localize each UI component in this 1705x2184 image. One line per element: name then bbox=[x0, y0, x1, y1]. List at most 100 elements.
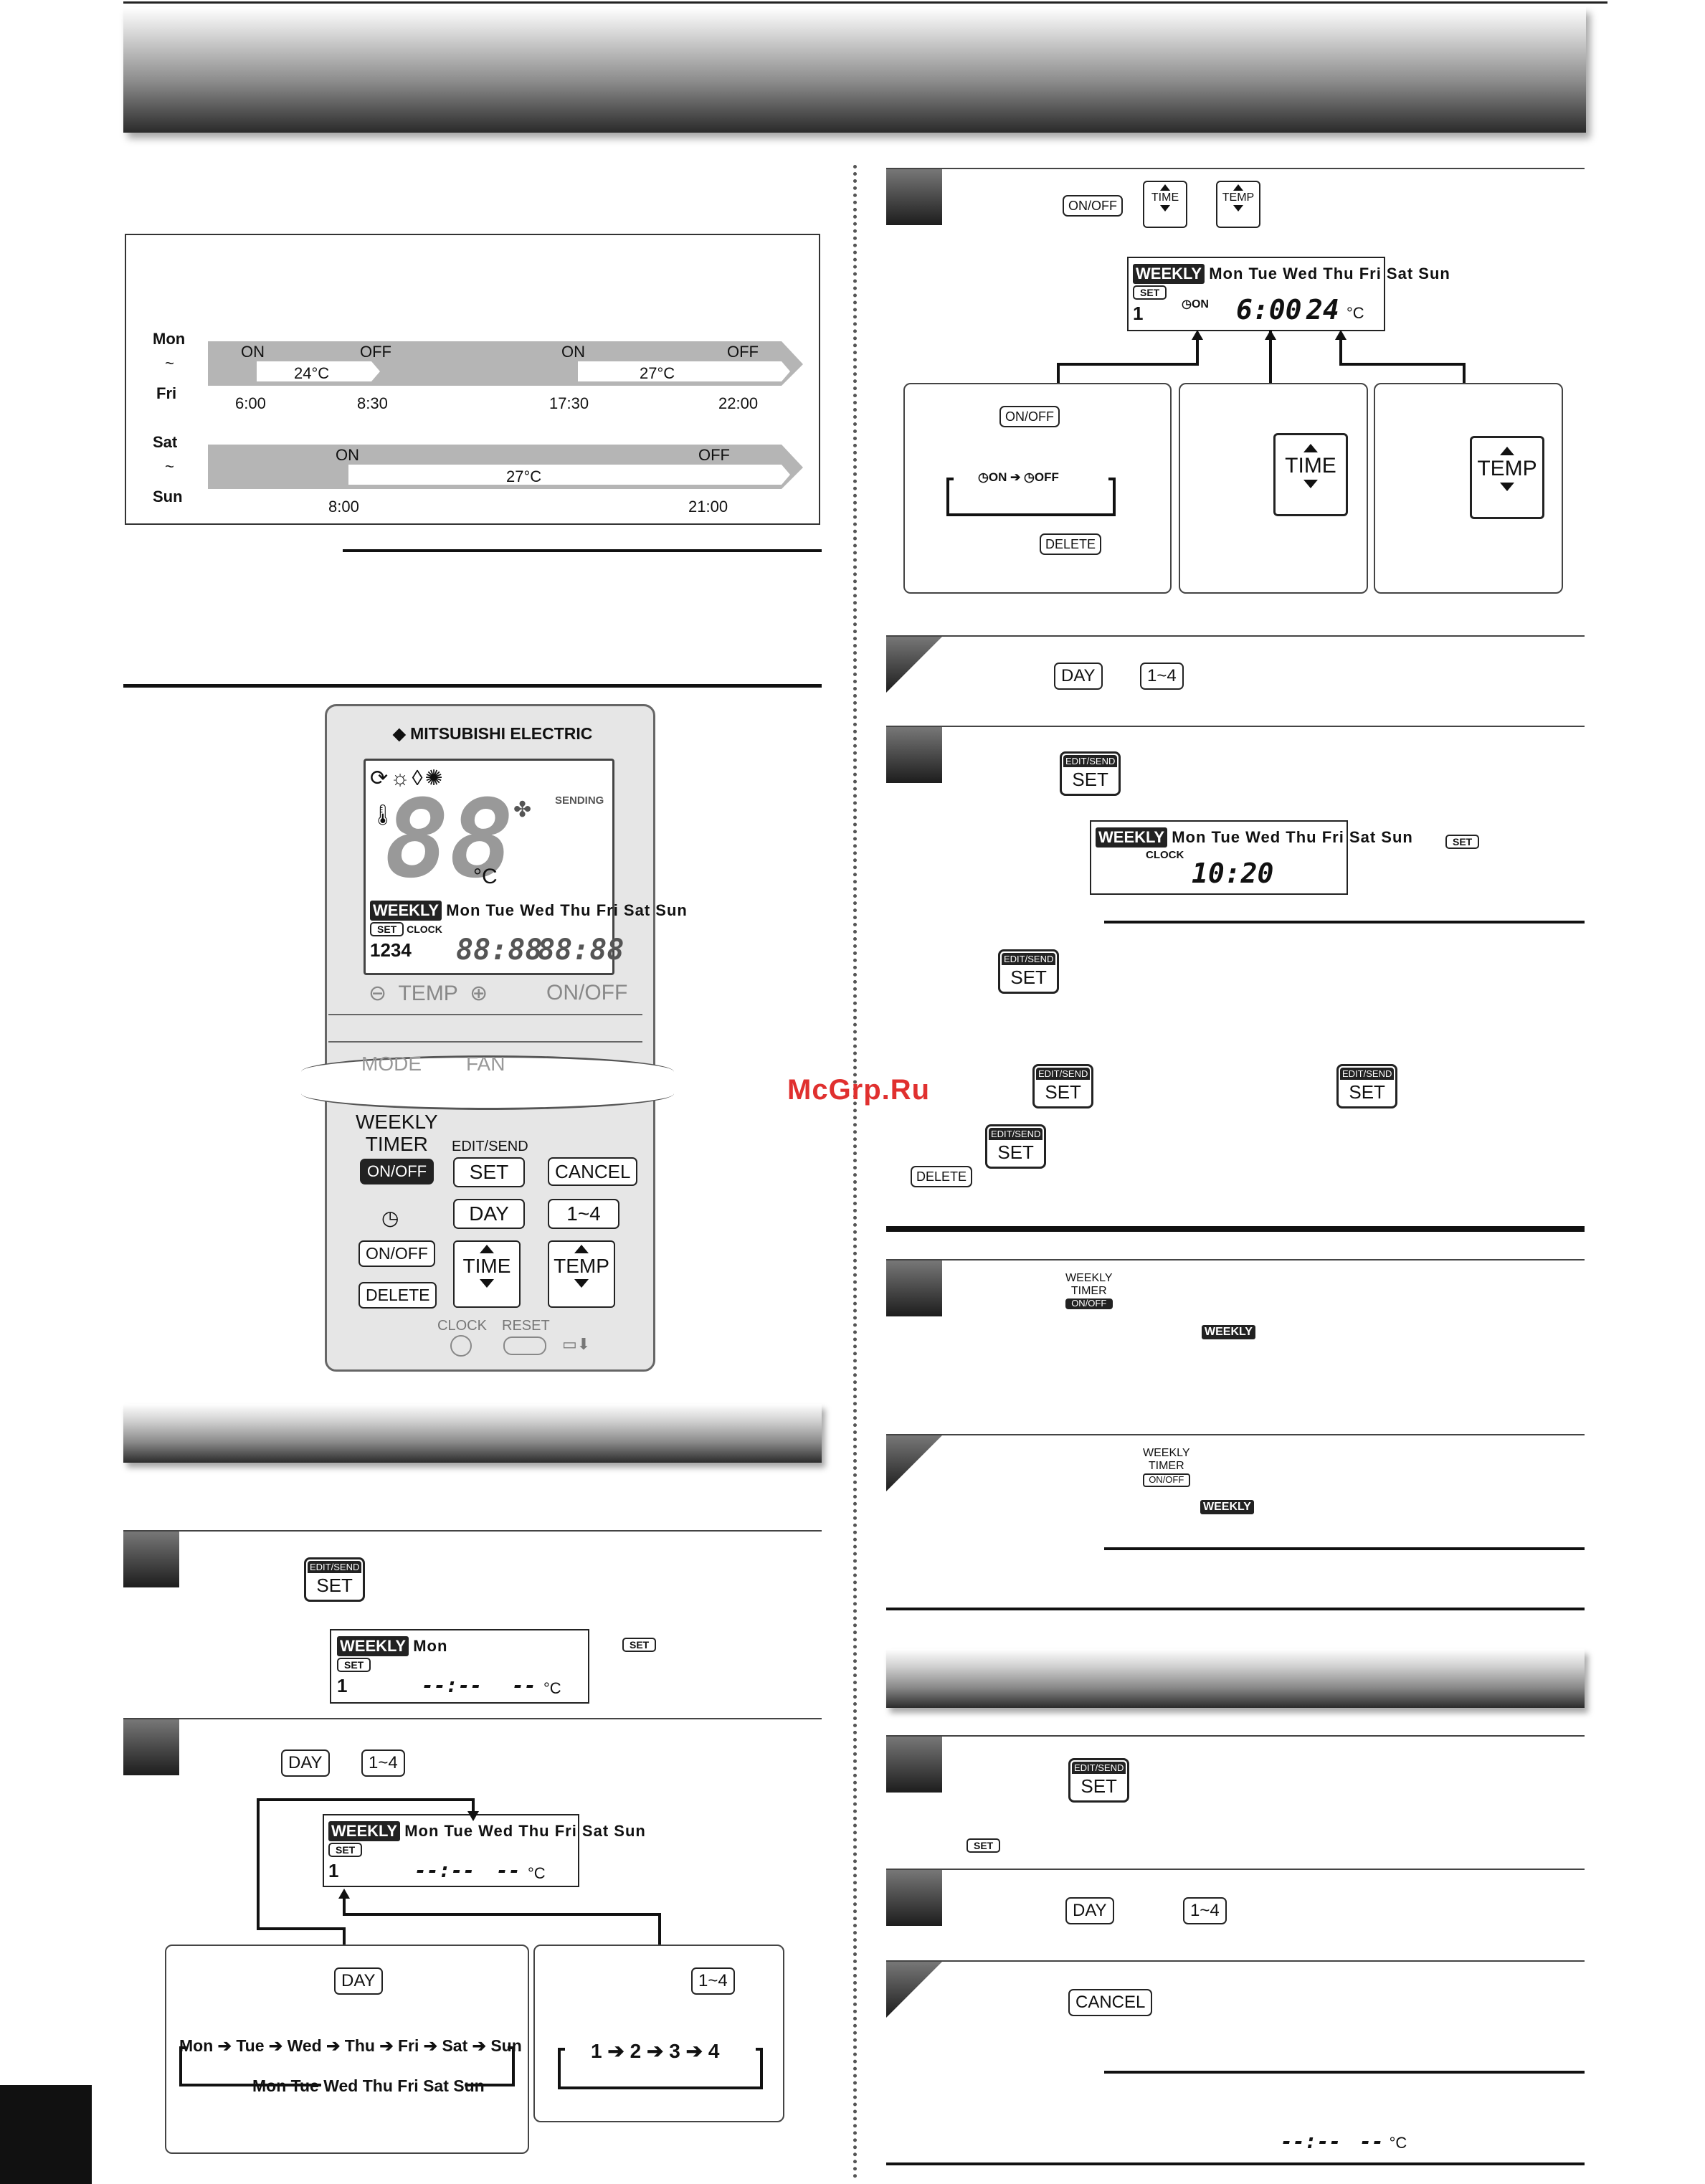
day-cycle-seq: Mon ➔ Tue ➔ Wed ➔ Thu ➔ Fri ➔ Sat ➔ Sun bbox=[179, 2036, 522, 2055]
rightD-weekly-timer-button[interactable]: WEEKLY TIMER ON/OFF bbox=[1065, 1272, 1113, 1309]
remote-wave bbox=[301, 1055, 674, 1110]
rightE-note-rule bbox=[1104, 1547, 1585, 1550]
rightA-cycle-off: OFF bbox=[1034, 470, 1059, 484]
rightD-rule bbox=[886, 1259, 1585, 1260]
lcd-set-clock: SET CLOCK bbox=[370, 922, 442, 936]
rightD-weekly-label: WEEKLY bbox=[1065, 1272, 1113, 1284]
rightA-box-temp-up-icon bbox=[1500, 447, 1514, 455]
weekend-label-sun: Sun bbox=[153, 488, 183, 505]
temp-minus-icon[interactable]: ⊖ bbox=[369, 982, 387, 1005]
left-step1-set-tag: SET bbox=[337, 1658, 371, 1672]
num-cycle-box bbox=[533, 1945, 784, 2122]
remote-set-button[interactable]: SET bbox=[453, 1157, 525, 1187]
rightD-timer-label: TIMER bbox=[1070, 1285, 1107, 1298]
remote-temp-button[interactable]: TEMP bbox=[548, 1240, 615, 1308]
rightC-note-set-button-3[interactable]: EDIT/SEND SET bbox=[1336, 1064, 1398, 1108]
rightF-set: SET bbox=[1081, 1775, 1117, 1797]
rightC-note1-set: SET bbox=[1010, 967, 1047, 988]
rightC-note-set-button-1[interactable]: EDIT/SEND SET bbox=[998, 949, 1060, 994]
lcd-days: Mon Tue Wed Thu Fri Sat Sun bbox=[446, 901, 688, 919]
left-step1-edit-send: EDIT/SEND bbox=[308, 1561, 362, 1573]
wd-time-1: 6:00 bbox=[235, 394, 266, 412]
remote-delete-button[interactable]: DELETE bbox=[358, 1282, 437, 1309]
remote-reset-button[interactable] bbox=[503, 1336, 546, 1355]
rightA-marker bbox=[886, 169, 942, 225]
remote-fan-label: FAN bbox=[466, 1053, 505, 1075]
rightA-one: 1 bbox=[1133, 303, 1144, 324]
remote-day-button[interactable]: DAY bbox=[453, 1199, 525, 1229]
lcd-clock-label: CLOCK bbox=[407, 924, 442, 935]
remote-mode-label: MODE bbox=[361, 1053, 422, 1075]
rightA-time-label: TIME bbox=[1151, 191, 1179, 204]
rightB-marker bbox=[886, 637, 942, 693]
left-step2-blank-time: --:-- bbox=[414, 1858, 475, 1882]
left-step2-day-button[interactable]: DAY bbox=[281, 1749, 330, 1777]
lcd-weekly: WEEKLY Mon Tue Wed Thu Fri Sat Sun bbox=[370, 901, 688, 921]
right-section-bar bbox=[886, 1649, 1585, 1708]
remote-range-button[interactable]: 1~4 bbox=[548, 1199, 619, 1229]
we-off: OFF bbox=[698, 446, 730, 464]
rightF-set-button[interactable]: EDIT/SEND SET bbox=[1068, 1758, 1130, 1803]
column-divider bbox=[853, 165, 857, 2180]
rightE-rule bbox=[886, 1434, 1585, 1435]
rightG-range-button[interactable]: 1~4 bbox=[1183, 1897, 1227, 1924]
rightC-note-delete-button[interactable]: DELETE bbox=[911, 1166, 973, 1187]
page-corner-tab bbox=[0, 2085, 92, 2184]
remote-clock-button[interactable] bbox=[450, 1335, 472, 1357]
rightA-onoff-button[interactable]: ON/OFF bbox=[1063, 195, 1123, 217]
rightA-temp: 24 bbox=[1306, 294, 1339, 326]
rightA-temp-button[interactable]: TEMP bbox=[1216, 181, 1260, 228]
rightB-rule bbox=[886, 635, 1585, 637]
rightC-note-set-button-4[interactable]: EDIT/SEND SET bbox=[985, 1124, 1047, 1169]
rightG-day-button[interactable]: DAY bbox=[1065, 1897, 1114, 1924]
remote-temp-label: TEMP bbox=[554, 1255, 609, 1277]
rightA-box-time-label: TIME bbox=[1285, 454, 1336, 478]
rightF-marker bbox=[886, 1737, 942, 1793]
left-step1-marker bbox=[123, 1532, 179, 1587]
temp-plus-icon[interactable]: ⊕ bbox=[470, 982, 488, 1005]
rightA-temp-up-icon bbox=[1233, 184, 1243, 191]
num-cycle-loop bbox=[558, 2048, 763, 2089]
rightC-note-set-button-2[interactable]: EDIT/SEND SET bbox=[1032, 1064, 1094, 1108]
left-step1-set: SET bbox=[316, 1575, 353, 1596]
weekly-timer-line1: WEEKLY bbox=[356, 1111, 438, 1133]
wd-off-1: OFF bbox=[360, 343, 391, 361]
rightA-unit: °C bbox=[1347, 304, 1364, 322]
remote-clock-label: CLOCK bbox=[437, 1318, 487, 1334]
rightE-weekly-timer-button[interactable]: WEEKLY TIMER ON/OFF bbox=[1143, 1447, 1190, 1487]
rightF-rule bbox=[886, 1735, 1585, 1737]
time-up-icon bbox=[480, 1245, 494, 1253]
rightC-note4-edit-send: EDIT/SEND bbox=[989, 1128, 1043, 1140]
left-step1-set-button[interactable]: EDIT/SEND SET bbox=[304, 1557, 366, 1602]
rightC-set-button[interactable]: EDIT/SEND SET bbox=[1060, 751, 1121, 796]
page-header-bar bbox=[123, 7, 1586, 133]
rightA-time-up-icon bbox=[1160, 184, 1170, 191]
rightF-set-indicator-tag: SET bbox=[967, 1838, 1001, 1853]
remote-weekly-onoff-button[interactable]: ON/OFF bbox=[360, 1159, 434, 1184]
onoff-top-label[interactable]: ON/OFF bbox=[546, 981, 628, 1005]
rightE-weekly-tag: WEEKLY bbox=[1200, 1500, 1254, 1514]
rightC-note4-set: SET bbox=[997, 1141, 1034, 1163]
remote-cancel-button[interactable]: CANCEL bbox=[548, 1157, 638, 1186]
rightC-set-indicator-tag: SET bbox=[1445, 835, 1480, 849]
wd-off-2: OFF bbox=[727, 343, 759, 361]
rightA-box-time-key: TIME bbox=[1273, 433, 1348, 516]
rightH-cancel-button[interactable]: CANCEL bbox=[1068, 1989, 1153, 2016]
rightA-time-button[interactable]: TIME bbox=[1143, 181, 1187, 228]
left-step2-range-button[interactable]: 1~4 bbox=[361, 1749, 405, 1777]
left-step2-blank-temp: -- bbox=[496, 1858, 521, 1882]
clock-icon: ◷ bbox=[381, 1207, 399, 1229]
wd-time-4: 22:00 bbox=[718, 394, 759, 412]
left-step1-unit: °C bbox=[543, 1679, 561, 1697]
weekday-label-mon: Mon bbox=[153, 330, 186, 348]
left-step1-blank-time: --:-- bbox=[422, 1673, 483, 1697]
remote-onoff-small-button[interactable]: ON/OFF bbox=[358, 1240, 435, 1267]
day-seq-wed: Wed bbox=[287, 2036, 322, 2055]
rightB-day-button[interactable]: DAY bbox=[1054, 663, 1103, 690]
rightB-range-button[interactable]: 1~4 bbox=[1140, 663, 1184, 690]
thermometer-icon: 🌡︎ bbox=[370, 804, 396, 826]
lcd-time-2: 88:88 bbox=[538, 934, 624, 967]
wd-time-3: 17:30 bbox=[549, 394, 589, 412]
we-time-1: 8:00 bbox=[328, 498, 359, 516]
remote-time-button[interactable]: TIME bbox=[453, 1240, 521, 1308]
